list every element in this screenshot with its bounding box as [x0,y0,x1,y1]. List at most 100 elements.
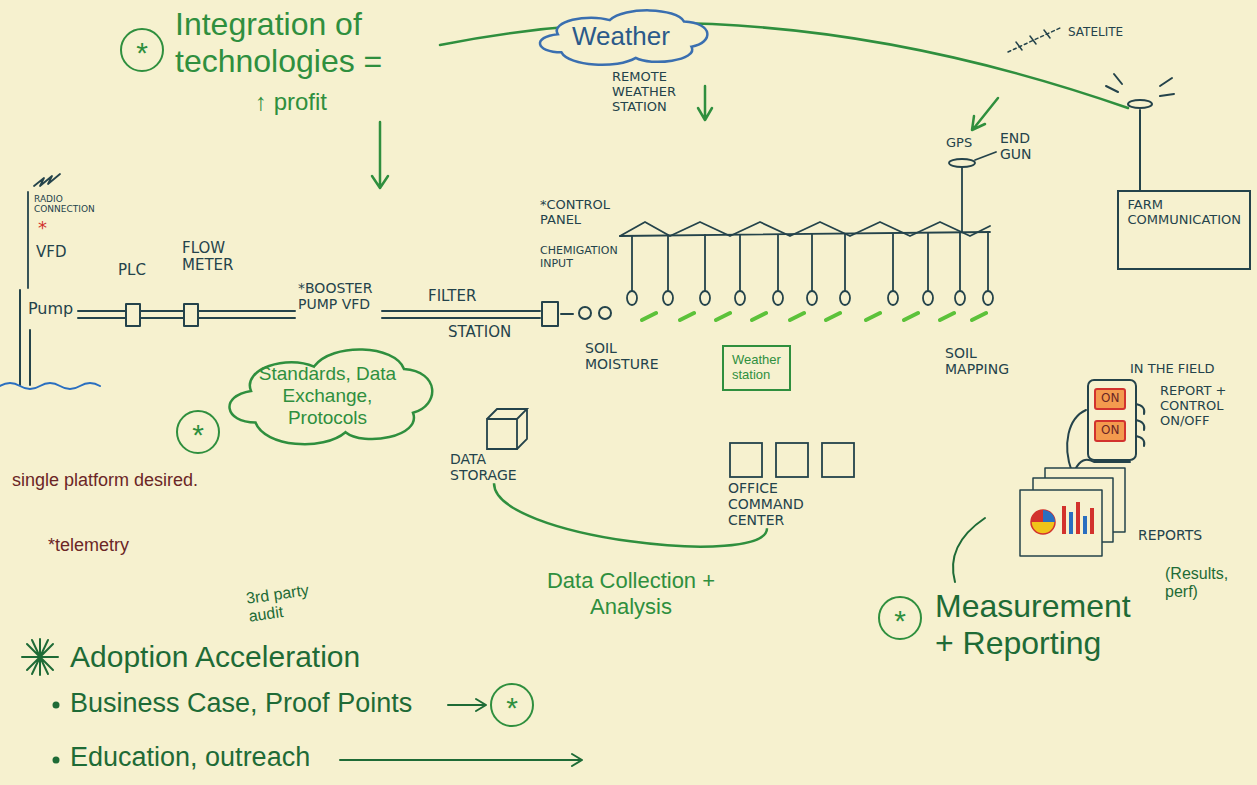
standards-cloud: Standards, Data Exchange, Protocols [215,335,440,457]
connector-curve [494,483,767,546]
main-pipe [579,307,591,319]
main-pipe [542,302,558,326]
water-spray [642,313,986,320]
theme-heading: Adoption Acceleration [70,640,360,675]
node-text: Standards, Data Exchange, Protocols [255,363,400,429]
office-screens [822,443,854,477]
center-pivot [620,152,996,305]
part-label: REMOTE WEATHER STATION [612,70,676,115]
node-text: Weather station [732,353,781,383]
measurement-bracket [953,518,985,582]
phone-hand [1067,410,1130,472]
measurement-bracket [953,518,985,582]
integration-arc [698,86,712,120]
center-pivot [627,291,637,305]
main-pipe [184,304,198,326]
star-circle: * [490,683,534,727]
farm-tower [1106,74,1174,190]
part-label: GPS [946,136,972,151]
part-label: SATELITE [1068,26,1123,40]
part-label: SOIL MOISTURE [585,340,658,372]
side-note: single platform desired. [12,470,198,491]
pointer-arrow [340,754,582,766]
water-line [0,383,100,389]
part-label: CHEMIGATION INPUT [540,245,618,270]
side-note: *telemetry [48,535,129,556]
node-text: FARM COMMUNICATION [1127,198,1241,228]
side-note: (Results, perf) [1165,565,1237,602]
satellite-sketch [1008,28,1060,52]
node-text: ON [1101,424,1119,438]
phone-hand [1067,380,1144,472]
integration-arc [972,98,998,130]
storage-cube [484,405,530,451]
theme-heading: Measurement + Reporting [935,588,1140,662]
report-pages [1020,468,1125,556]
part-label: FLOW METER [182,240,233,275]
side-note: 3rd party audit [245,577,339,626]
part-label: IN THE FIELD [1130,362,1215,377]
center-pivot [620,222,990,236]
part-label: VFD [36,244,66,261]
farm-tower [1106,74,1174,96]
center-pivot [888,291,898,305]
headline-note: ↑ profit [255,88,327,116]
office-screens [776,443,808,477]
center-pivot [975,152,996,160]
weather-cloud: Weather [528,2,714,72]
report-pages [1069,512,1073,534]
center-pivot [773,291,783,305]
center-pivot [840,291,850,305]
water-spray [642,313,986,320]
phone-hand [1088,380,1136,460]
part-label: SOIL MAPPING [945,345,1009,377]
center-pivot [983,291,993,305]
part-label: FILTER [428,288,476,305]
node-text: * [178,412,218,450]
report-pages [1062,506,1066,534]
center-pivot [807,291,817,305]
data-storage: DATA STORAGE [450,405,530,483]
part-label: *BOOSTER PUMP VFD [298,280,372,312]
pointer-arrow [448,699,486,711]
part-label: PLC [118,262,146,279]
center-pivot [955,291,965,305]
center-pivot [949,159,975,167]
center-pivot [663,291,673,305]
main-pipe [561,313,573,315]
bullet-dot [53,702,60,709]
node-text: Weather [572,22,670,52]
part-label: REPORTS [1138,527,1202,543]
radio-antenna [28,174,60,288]
main-pipe [382,311,540,318]
report-pages [1083,516,1087,534]
phone-button: ON [1094,420,1126,442]
report-pages [1043,510,1055,522]
adoption-starburst [22,639,58,675]
main-pipe [126,304,140,326]
main-pipe [599,307,611,319]
adoption-starburst [22,639,58,675]
node-text: OFFICE COMMAND CENTER [728,480,804,528]
node-text: * [880,598,920,636]
radio-antenna [27,192,29,288]
weather-station-box: Weather station [722,345,791,391]
asterisk-mark: * [38,218,47,239]
report-pages [1076,502,1080,534]
star-circle: * [176,410,220,454]
node-text: ON [1101,392,1119,406]
center-pivot [632,232,988,291]
phone-hand [1136,404,1144,446]
satellite-sketch [1016,30,1050,50]
connector-label: Data Collection + Analysis [544,568,719,619]
report-pages [1031,510,1055,534]
report-pages [1090,508,1094,534]
office-command-center: OFFICE COMMAND CENTER [728,440,858,528]
office-screens [730,443,762,477]
star-circle: * [120,28,164,72]
integration-arc [372,122,388,188]
cloud-outline [230,350,433,445]
part-label: *CONTROL PANEL [540,198,610,228]
storage-cube [487,409,527,449]
